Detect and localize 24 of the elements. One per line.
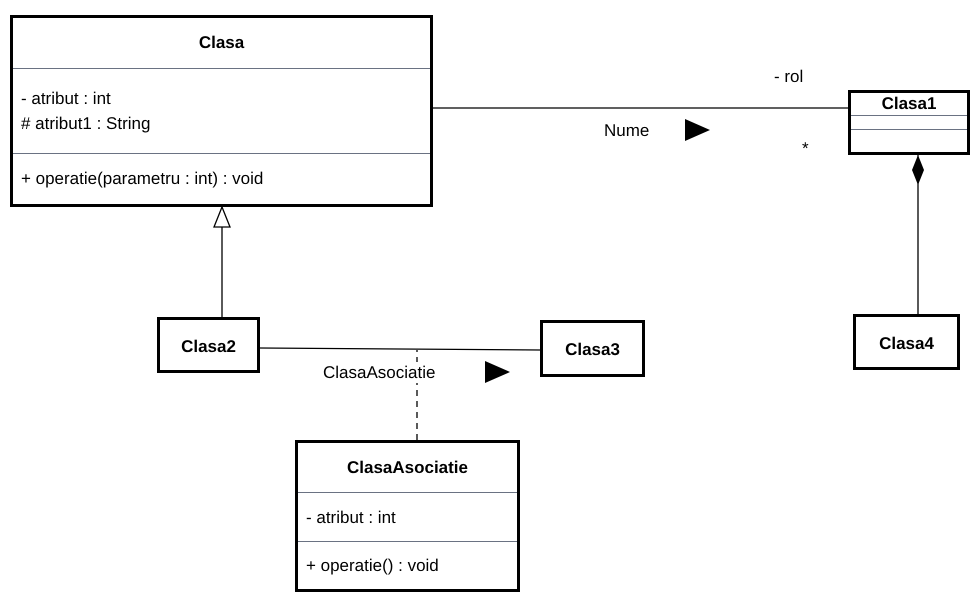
edge-label: ClasaAsociatie bbox=[322, 362, 436, 384]
class-box bbox=[848, 90, 970, 155]
class-box bbox=[853, 314, 960, 370]
association-line bbox=[433, 107, 848, 109]
role-label: - rol bbox=[774, 66, 804, 88]
class-name: Clasa bbox=[198, 32, 244, 54]
operation-text: + operatie(parametru : int) : void bbox=[21, 168, 264, 190]
association-line bbox=[213, 206, 231, 317]
association-line bbox=[912, 155, 924, 314]
association-line bbox=[260, 347, 540, 351]
attribute-text: # atribut1 : String bbox=[21, 113, 152, 134]
class-box bbox=[540, 320, 645, 377]
class-box bbox=[295, 440, 520, 592]
class-name: Clasa3 bbox=[565, 339, 620, 362]
multiplicity-label: * bbox=[802, 138, 809, 160]
class-box bbox=[10, 15, 433, 207]
class-name: Clasa1 bbox=[882, 93, 936, 116]
class-box bbox=[157, 317, 260, 373]
class-name: ClasaAsociatie bbox=[347, 456, 468, 479]
attribute-text: - atribut : int bbox=[21, 88, 112, 110]
class-name: Clasa2 bbox=[181, 336, 236, 358]
class-name: Clasa4 bbox=[879, 332, 934, 355]
operation-text: + operatie() : void bbox=[306, 555, 440, 576]
attribute-text: - atribut : int bbox=[306, 506, 397, 528]
